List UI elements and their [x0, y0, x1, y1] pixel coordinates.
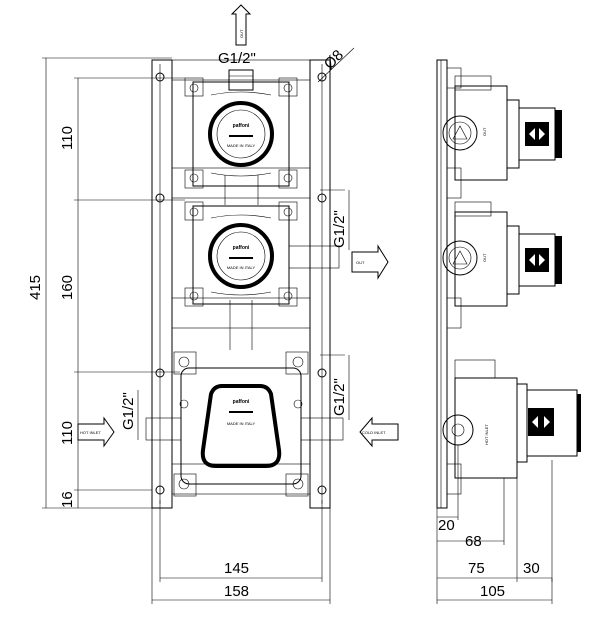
mount-hole	[317, 72, 327, 82]
mount-hole	[317, 485, 327, 495]
svg-text:HOT INLET: HOT INLET	[80, 430, 101, 435]
svg-text:COLD INLET: COLD INLET	[362, 430, 386, 435]
dim-inner-width: 145	[224, 560, 249, 577]
front-view: paffoni MADE IN ITALY paffoni MADE IN IT…	[27, 4, 399, 604]
thread-label-right-lower: G1/2"	[331, 378, 348, 416]
dim-upper-spacing: 110	[59, 126, 76, 150]
dim-depth-pipe: 20	[438, 517, 455, 534]
svg-text:HOT INLET: HOT INLET	[484, 424, 489, 445]
dim-bottom-offset: 16	[59, 491, 76, 508]
dim-outer-width: 158	[224, 583, 249, 600]
made-in-label: MADE IN ITALY	[227, 143, 256, 148]
valve-cover-upper	[208, 101, 274, 167]
dim-lower-spacing: 110	[59, 421, 76, 445]
side-body-middle: OUT	[442, 201, 562, 307]
brand-logo: paffoni	[233, 245, 250, 251]
mount-hole	[155, 368, 165, 378]
valve-body-lower: paffoni MADE IN ITALY	[173, 351, 309, 497]
brand-logo: paffoni	[233, 399, 250, 405]
thread-label-right-upper: G1/2"	[331, 210, 348, 248]
svg-text:OUT: OUT	[356, 260, 365, 265]
mount-hole	[317, 368, 327, 378]
thread-label-left-lower: G1/2"	[120, 392, 137, 430]
svg-text:OUT: OUT	[482, 253, 487, 262]
svg-text:OUT: OUT	[482, 127, 487, 136]
side-body-lower: HOT INLET	[442, 359, 581, 479]
side-view: OUT OUT H	[436, 59, 581, 604]
side-rail	[436, 59, 448, 509]
dim-depth-frame: 75	[468, 560, 485, 577]
mount-hole	[155, 72, 165, 82]
mount-hole	[155, 193, 165, 203]
brand-logo: paffoni	[233, 123, 250, 129]
right-out-arrow: OUT	[351, 244, 389, 280]
hole-diameter-label: Ø8	[321, 47, 347, 73]
right-rail	[309, 59, 331, 509]
thread-label-top: G1/2"	[218, 50, 256, 67]
side-body-upper: OUT	[442, 75, 562, 181]
left-rail	[151, 59, 173, 509]
dim-overall-height: 415	[27, 275, 44, 300]
cold-inlet-arrow: COLD INLET	[359, 416, 399, 448]
valve-body-upper: paffoni MADE IN ITALY	[184, 77, 298, 189]
valve-body-middle: paffoni MADE IN ITALY	[184, 201, 298, 307]
mount-hole	[155, 485, 165, 495]
valve-cover-middle	[208, 223, 274, 289]
dim-middle-spacing: 160	[59, 275, 76, 300]
top-out-arrow: OUT	[230, 4, 252, 46]
mount-hole	[317, 193, 327, 203]
dim-depth-total: 105	[480, 583, 505, 600]
top-outlet-pipe	[228, 69, 254, 91]
dim-depth-body: 68	[465, 533, 482, 550]
made-in-label: MADE IN ITALY	[227, 421, 256, 426]
made-in-label: MADE IN ITALY	[227, 265, 256, 270]
dim-depth-handle: 30	[523, 560, 540, 577]
hot-inlet-arrow: HOT INLET	[77, 416, 115, 448]
svg-text:OUT: OUT	[239, 29, 244, 38]
valve-cover-lower	[200, 384, 282, 468]
